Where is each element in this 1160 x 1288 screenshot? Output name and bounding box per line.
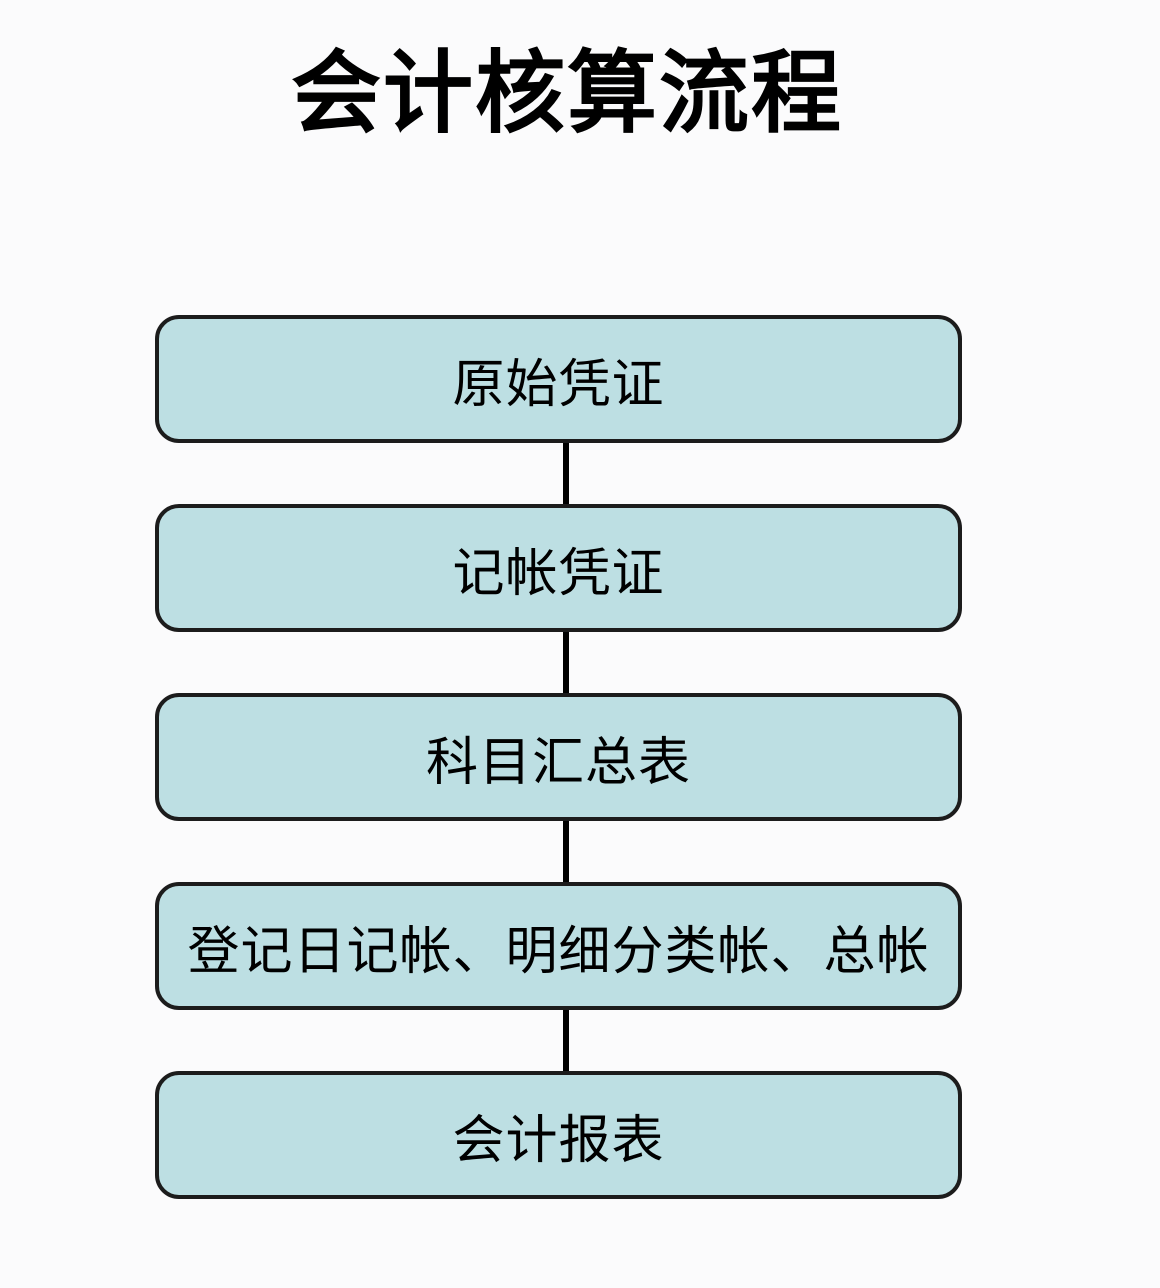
flow-node-bookkeeping-voucher: 记帐凭证 [155, 504, 962, 632]
flow-node-label: 记帐凭证 [452, 544, 665, 603]
flow-node-account-summary: 科目汇总表 [155, 693, 962, 821]
page-title: 会计核算流程 [291, 44, 843, 144]
connector-line [563, 818, 569, 886]
flow-node-label: 科目汇总表 [425, 733, 691, 792]
flow-node-original-voucher: 原始凭证 [155, 315, 962, 443]
connector-line [563, 1007, 569, 1075]
flow-node-register-ledgers: 登记日记帐、明细分类帐、总帐 [155, 882, 962, 1010]
flow-node-financial-statements: 会计报表 [155, 1071, 962, 1199]
connector-line [563, 440, 569, 508]
flow-node-label: 原始凭证 [452, 355, 665, 414]
flow-node-label: 会计报表 [452, 1111, 665, 1170]
flow-node-label: 登记日记帐、明细分类帐、总帐 [187, 922, 930, 981]
connector-line [563, 629, 569, 697]
